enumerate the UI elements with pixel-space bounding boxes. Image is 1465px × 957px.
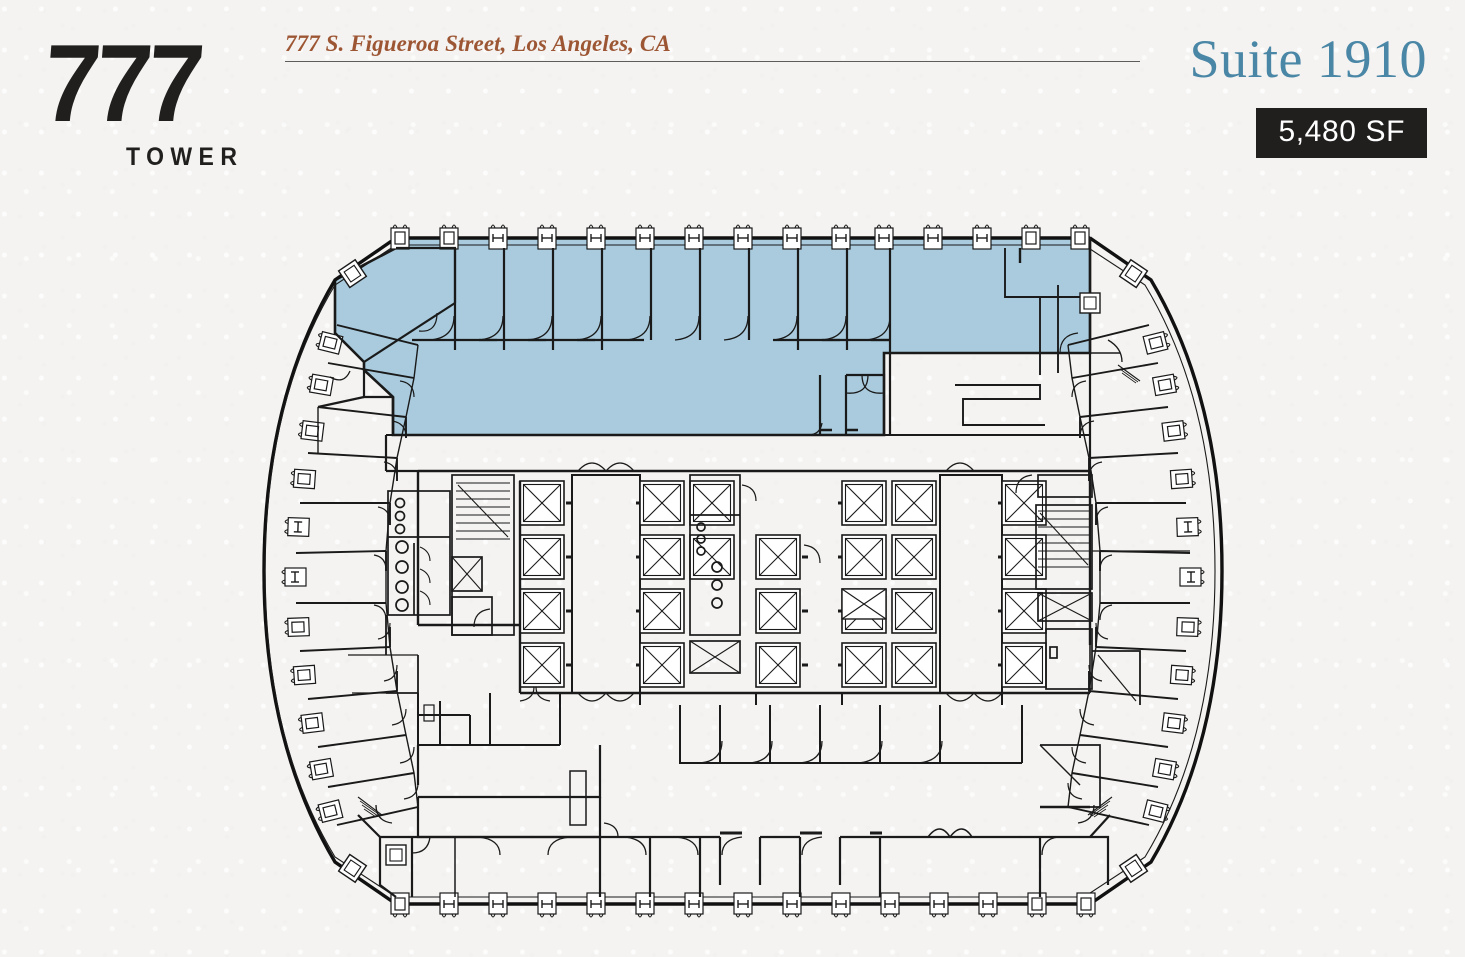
west-window-mullions [281,330,344,824]
elevator-bank-c [755,534,821,688]
floorplan-container [0,185,1465,957]
suite-1910-highlight[interactable] [333,236,1092,437]
elevator-lobby-a [571,462,641,702]
brand-logo: 777 TOWER [39,22,263,172]
page-header: 777 TOWER 777 S. Figueroa Street, Los An… [0,0,1465,190]
header-divider-rule [285,61,1140,62]
north-window-mullions [390,224,1090,250]
south-interior-rooms [417,686,1101,809]
elevator-bank-d [838,480,937,688]
east-perimeter-offices [1067,324,1191,826]
logo-wordmark: TOWER [126,142,244,171]
core-stair-west [451,474,515,636]
elevator-bank-e [998,480,1047,688]
elevator-bank-b [636,480,735,688]
suite-title: Suite 1910 [1189,29,1427,89]
logo-number: 777 [38,22,204,145]
south-perimeter-offices [380,828,1090,897]
southwest-spine [416,745,619,839]
floorplan-drawing [262,224,1224,918]
elevator-lobby-d [939,462,1003,702]
square-footage-badge: 5,480 SF [1256,108,1427,158]
west-mid-connector [348,615,435,722]
elevator-bank-a [519,480,572,688]
property-address: 777 S. Figueroa Street, Los Angeles, CA [285,31,671,56]
south-window-mullions [390,892,1096,918]
corner-connector-walls [357,796,1113,898]
